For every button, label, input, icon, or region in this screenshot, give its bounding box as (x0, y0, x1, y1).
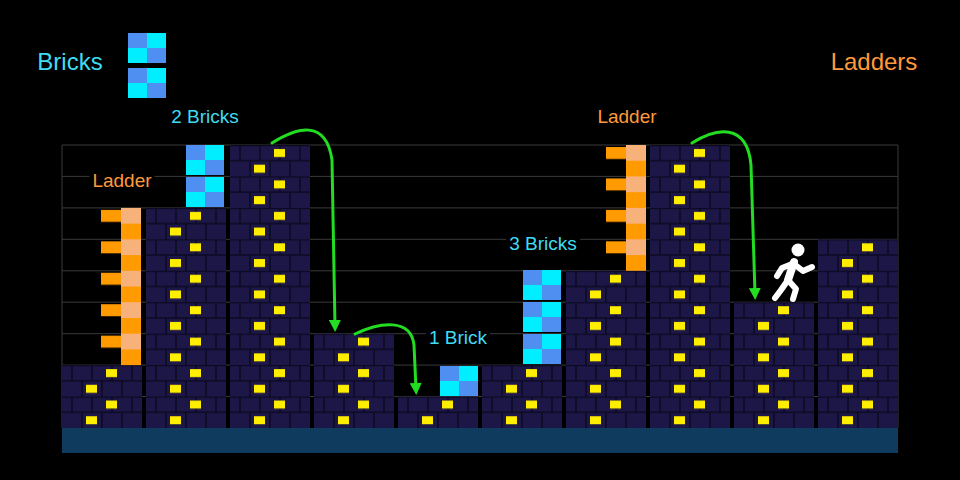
brick-count-label: 2 Bricks (168, 106, 242, 129)
building (398, 397, 478, 428)
building (818, 239, 898, 428)
building (146, 208, 226, 428)
jump-arrow (355, 325, 416, 389)
ground (62, 428, 898, 453)
runner-figure (775, 244, 812, 300)
brick (523, 270, 561, 300)
brick (186, 145, 224, 175)
brick-count-label: 3 Bricks (506, 233, 580, 256)
brick (523, 302, 561, 332)
building (62, 365, 142, 428)
building (734, 302, 814, 428)
ladder-label: Ladder (89, 170, 154, 193)
legend-text: Ladders (828, 48, 921, 77)
jump-arrow (692, 132, 755, 294)
ladder (101, 208, 141, 365)
building (650, 145, 730, 428)
brick-icon (128, 33, 166, 63)
ladder-label: Ladder (594, 106, 659, 129)
building (230, 145, 310, 428)
brick (440, 366, 478, 396)
grid-lines (62, 145, 898, 428)
bricks (128, 33, 561, 396)
brick (523, 334, 561, 364)
jump-arrows (272, 130, 755, 389)
buildings (62, 145, 898, 428)
jump-arrow (272, 130, 335, 326)
ladder (606, 145, 646, 271)
legend-text: Bricks (34, 48, 105, 77)
building (566, 271, 646, 428)
brick (186, 177, 224, 207)
brick-icon (128, 68, 166, 98)
building (482, 365, 562, 428)
building (314, 334, 394, 428)
brick-count-label: 1 Brick (426, 327, 490, 350)
ladders (101, 145, 646, 365)
